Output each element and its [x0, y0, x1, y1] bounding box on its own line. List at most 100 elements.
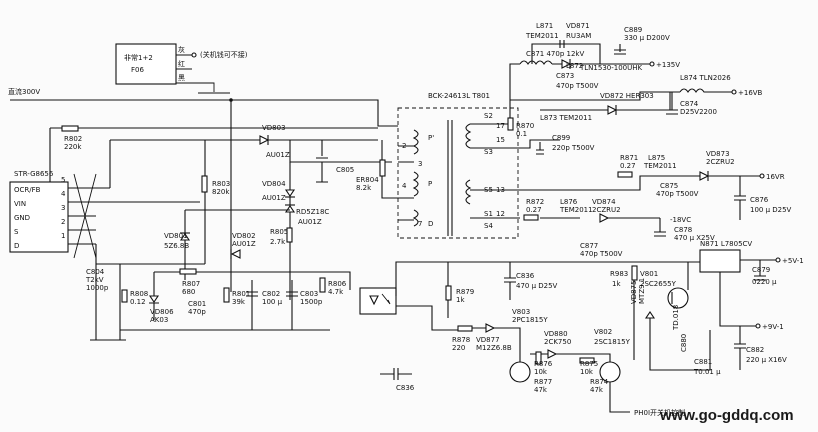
svg-text:220: 220 [452, 344, 465, 352]
svg-text:330 μ D200V: 330 μ D200V [624, 34, 670, 42]
r871-resistor [617, 171, 633, 178]
r872-resistor [523, 214, 539, 221]
svg-text:470p T500V: 470p T500V [656, 190, 699, 198]
svg-text:470p: 470p [188, 308, 206, 316]
trafo-core [447, 120, 453, 236]
svg-text:R874: R874 [590, 378, 609, 386]
v803-transistor [509, 361, 531, 383]
svg-text:C880: C880 [680, 334, 688, 352]
c874-cap [666, 92, 678, 115]
c876-cap [734, 176, 746, 220]
svg-text:8.2k: 8.2k [356, 184, 372, 192]
svg-text:1000p: 1000p [86, 284, 109, 292]
svg-text:AU01Z: AU01Z [232, 240, 256, 248]
str-ic [9, 181, 69, 253]
r879-resistor [445, 285, 452, 301]
svg-text:VD873: VD873 [706, 150, 730, 158]
dc300-rail [10, 99, 398, 127]
svg-text:C889: C889 [624, 26, 642, 34]
svg-text:R806: R806 [328, 280, 347, 288]
r876-resistor [535, 351, 542, 365]
svg-text:TD.018: TD.018 [672, 305, 680, 331]
svg-text:ER804: ER804 [356, 176, 379, 184]
svg-text:TEM2011: TEM2011 [559, 206, 593, 214]
svg-text:1500p: 1500p [300, 298, 323, 306]
svg-text:39k: 39k [232, 298, 246, 306]
ic-label: STR-G8656 [14, 170, 54, 178]
out-135v: +135V [656, 61, 680, 69]
svg-text:C875: C875 [660, 182, 678, 190]
svg-text:C874: C874 [680, 100, 699, 108]
svg-text:VD806: VD806 [150, 308, 174, 316]
svg-text:RD5Z18C: RD5Z18C [296, 208, 329, 216]
l871-coil [519, 60, 553, 65]
dc300-label: 直流300V [8, 87, 40, 96]
svg-text:VD803: VD803 [262, 124, 286, 132]
c802-cap [246, 280, 258, 330]
svg-text:0.27: 0.27 [620, 162, 636, 170]
svg-text:470 μ X25V: 470 μ X25V [674, 234, 715, 242]
svg-text:C801: C801 [188, 300, 206, 308]
svg-text:470p T500V: 470p T500V [580, 250, 623, 258]
svg-text:S1: S1 [484, 210, 493, 218]
svg-text:VD871: VD871 [566, 22, 590, 30]
svg-text:VD872 HER303: VD872 HER303 [600, 92, 654, 100]
svg-text:15: 15 [496, 136, 505, 144]
vd880-diode [547, 349, 558, 359]
svg-text:L871: L871 [536, 22, 553, 30]
out-m18: -18VC [670, 216, 691, 224]
svg-text:M12Z6.8B: M12Z6.8B [476, 344, 512, 352]
c805-cap [316, 140, 328, 183]
svg-text:R876: R876 [534, 360, 553, 368]
c879-cap [754, 260, 766, 281]
vd877-zener [485, 323, 496, 333]
svg-text:C871 470p 12kV: C871 470p 12kV [526, 50, 584, 58]
svg-text:47k: 47k [590, 386, 604, 394]
svg-text:2SC2655Y: 2SC2655Y [640, 280, 677, 288]
out-16vb: +16VB [738, 89, 763, 97]
svg-text:5Z6.8B: 5Z6.8B [164, 242, 189, 250]
r807-resistor [179, 268, 197, 275]
svg-text:VD875: VD875 [630, 280, 638, 304]
svg-text:C877: C877 [580, 242, 598, 250]
svg-text:TLN1530-100UHK: TLN1530-100UHK [579, 64, 643, 72]
svg-text:R807: R807 [182, 280, 200, 288]
out-9v1: +9V-1 [762, 323, 784, 331]
svg-text:D: D [14, 242, 19, 250]
svg-text:L876: L876 [560, 198, 578, 206]
svg-text:C899: C899 [552, 134, 570, 142]
vd804-diode [284, 189, 296, 197]
svg-text:2CZRU2: 2CZRU2 [592, 206, 621, 214]
c878-cap [654, 218, 666, 237]
svg-text:10k: 10k [534, 368, 548, 376]
svg-text:3: 3 [418, 160, 422, 168]
svg-text:R808: R808 [130, 290, 148, 298]
r878-resistor [457, 325, 473, 332]
svg-text:C802: C802 [262, 290, 280, 298]
svg-text:S2: S2 [484, 112, 493, 120]
svg-text:R871: R871 [620, 154, 638, 162]
svg-text:T2kV: T2kV [85, 276, 104, 284]
svg-text:2CK750: 2CK750 [544, 338, 571, 346]
transformer-dashed-box [397, 107, 519, 239]
svg-text:0.12: 0.12 [130, 298, 146, 306]
svg-text:MTZ9.1: MTZ9.1 [638, 278, 646, 304]
svg-text:L872: L872 [566, 62, 583, 70]
r875-resistor [579, 357, 595, 364]
svg-text:OCR/FB: OCR/FB [14, 186, 41, 194]
svg-text:V803: V803 [512, 308, 530, 316]
svg-text:2SC1815Y: 2SC1815Y [594, 338, 631, 346]
svg-text:D: D [428, 220, 433, 228]
svg-text:0.27: 0.27 [526, 206, 542, 214]
svg-text:2CZRU2: 2CZRU2 [706, 158, 735, 166]
rd5-zener [284, 205, 296, 213]
vd802-diode [230, 249, 241, 259]
svg-text:2: 2 [61, 218, 65, 226]
site-url: www.go-gddq.com [659, 407, 794, 424]
svg-text:RU3AM: RU3AM [566, 32, 591, 40]
svg-text:100 μ: 100 μ [262, 298, 283, 306]
svg-text:R879: R879 [456, 288, 474, 296]
svg-text:10k: 10k [580, 368, 594, 376]
r802-label: R802 [64, 135, 82, 143]
svg-text:L875: L875 [648, 154, 665, 162]
